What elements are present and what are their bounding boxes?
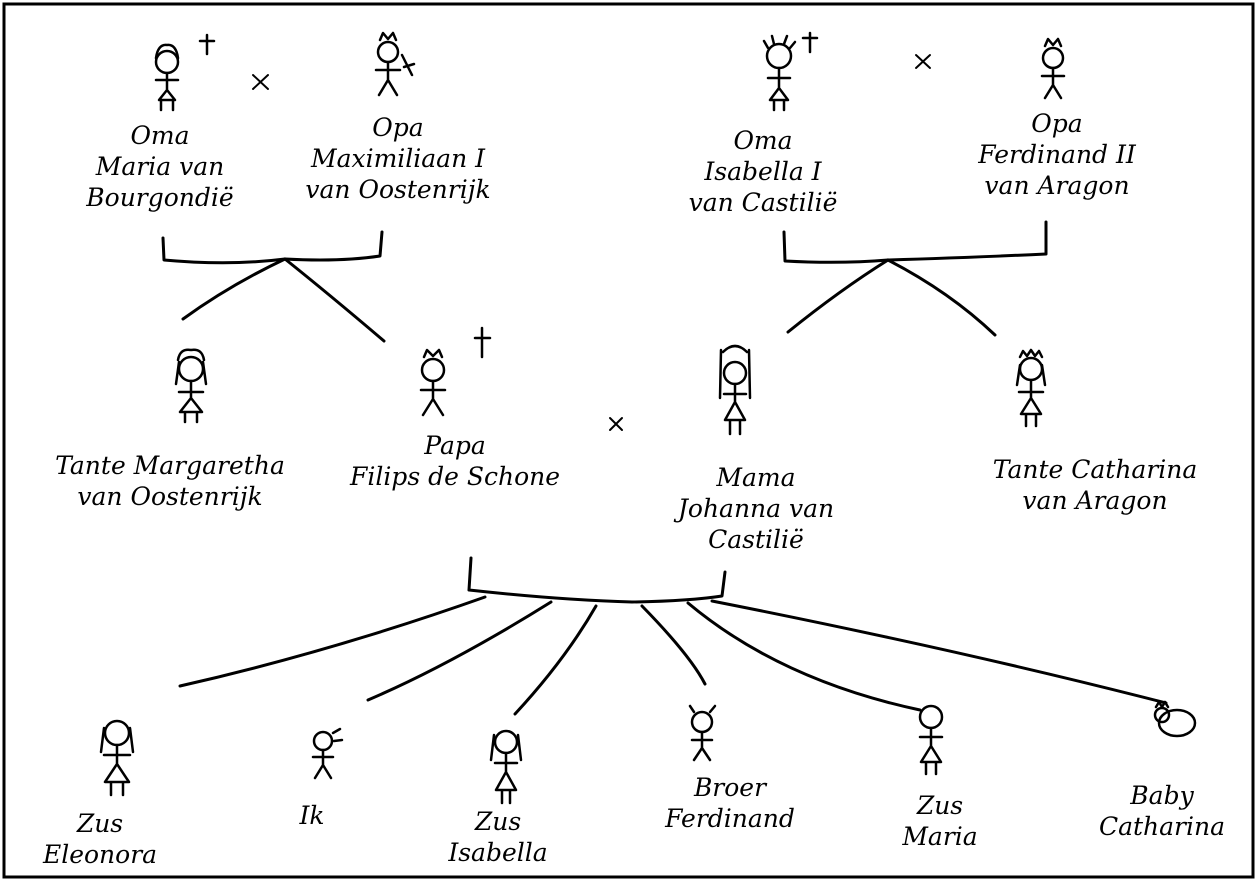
line-to-johanna [786,258,890,334]
figure-ik [311,727,344,780]
label-line: van Oostenrijk [305,175,491,204]
label-line: Baby [1130,781,1194,810]
label-line: Papa [424,431,486,460]
figure-opa-ferdinand [1040,37,1066,100]
figure-mama-johanna [718,344,752,436]
line-to-eleonora [178,595,487,688]
figure-oma-isabella [762,34,797,112]
figure-zus-maria [918,704,944,776]
label-line: Tante Catharina [992,455,1198,484]
label-line: Filips de Schone [349,462,561,491]
label-line: Johanna van [677,494,835,523]
label-line: Ferdinand II [978,140,1136,169]
label-line: Oma [130,121,190,150]
label-line: Tante Margaretha [55,451,285,480]
label-line: Zus [474,807,522,836]
connector-lines [161,220,1168,716]
bracket-right-grandparents [782,220,1048,264]
line-to-filips [283,257,386,343]
bracket-children [467,556,727,604]
line-to-isabella [513,604,598,716]
label-mama-johanna: Mama Johanna van Castilië [678,462,834,555]
label-baby-catharina: Baby Catharina [1099,780,1225,842]
label-line: van Oostenrijk [77,482,263,511]
label-line: van Aragon [984,171,1130,200]
label-line: Broer [693,773,767,802]
figure-baby-catharina [1153,700,1197,738]
label-zus-maria: Zus Maria [902,790,977,852]
label-tante-catharina: Tante Catharina van Aragon [993,454,1198,516]
deceased-crosses [198,31,819,359]
label-line: Zus [76,809,124,838]
label-line: Opa [372,113,424,142]
label-oma-isabella: Oma Isabella I van Castilië [689,125,838,218]
label-line: Opa [1031,109,1083,138]
label-line: Maria [902,822,978,851]
figure-oma-maria [154,43,180,112]
figure-opa-maximiliaan [374,31,402,97]
line-to-catharina [886,258,997,337]
label-zus-isabella: Zus Isabella [448,806,547,868]
label-line: Isabella [448,838,548,867]
marriage-marks [252,54,931,431]
label-line: Maximiliaan I [310,144,486,173]
label-broer-ferdinand: Broer Ferdinand [665,772,795,834]
figure-tante-catharina [1015,348,1047,428]
line-to-maria [686,601,922,712]
bracket-left-grandparents [161,230,384,265]
label-line: van Castilië [688,188,838,217]
line-to-baby [710,599,1168,705]
label-zus-eleonora: Zus Eleonora [43,808,157,870]
line-to-ik [366,600,553,702]
label-opa-maximiliaan: Opa Maximiliaan I van Oostenrijk [305,112,490,205]
cross-papa-filips [473,326,492,359]
label-line: Zus [916,791,964,820]
label-tante-margaretha: Tante Margaretha van Oostenrijk [55,450,285,512]
marriage-x-right [915,54,931,69]
label-opa-ferdinand: Opa Ferdinand II van Aragon [978,108,1136,201]
figure-zus-isabella [489,729,523,805]
label-ik: Ik [299,800,324,831]
label-line: Isabella I [704,157,822,186]
line-to-ferdinand [640,604,707,686]
figure-zus-eleonora [99,719,135,797]
cross-opa-maximiliaan [400,53,416,77]
cross-oma-maria [198,33,216,56]
stick-figures [99,31,1197,805]
label-line: Castilië [708,525,804,554]
label-line: van Aragon [1022,486,1168,515]
label-line: Maria van [95,152,225,181]
label-oma-maria: Oma Maria van Bourgondië [86,120,233,213]
label-line: Oma [733,126,793,155]
figure-papa-filips [419,348,447,417]
label-line: Ik [299,801,325,830]
marriage-x-parents [609,417,623,431]
figure-broer-ferdinand [688,704,717,762]
label-papa-filips: Papa Filips de Schone [350,430,560,492]
line-to-margaretha [181,257,287,321]
cross-oma-isabella [801,31,819,54]
label-line: Bourgondië [86,183,234,212]
figure-tante-margaretha [174,348,208,424]
label-line: Eleonora [42,840,158,869]
label-line: Catharina [1098,812,1226,841]
marriage-x-left [252,74,269,90]
label-line: Ferdinand [665,804,795,833]
label-line: Mama [716,463,796,492]
